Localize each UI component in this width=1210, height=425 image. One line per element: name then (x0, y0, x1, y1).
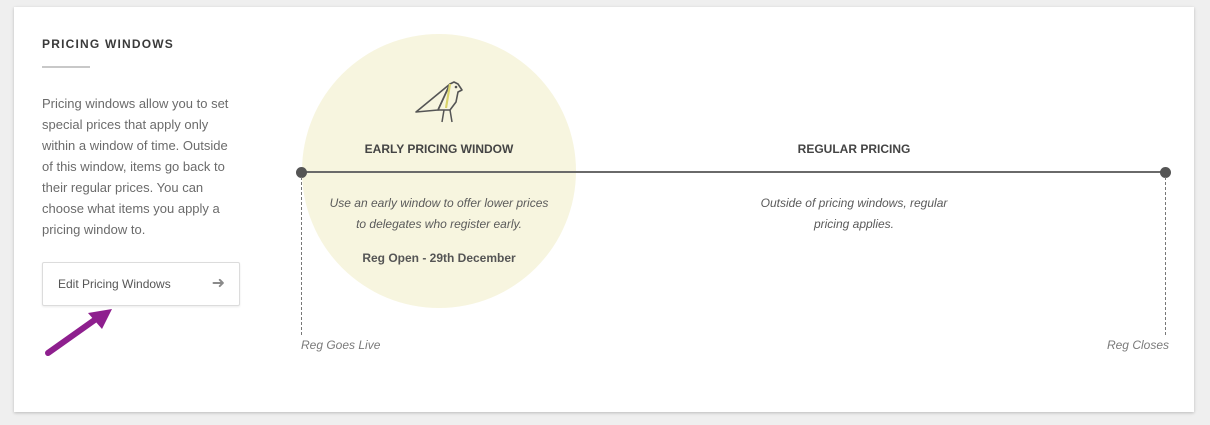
regular-pricing-title: REGULAR PRICING (797, 142, 911, 156)
arrow-right-icon: ➜ (211, 275, 225, 292)
edit-pricing-windows-label: Edit Pricing Windows (58, 277, 171, 291)
timeline-start-marker (301, 177, 302, 335)
section-title: PRICING WINDOWS (42, 37, 174, 51)
early-window-title: EARLY PRICING WINDOW (364, 142, 514, 156)
regular-pricing-description: Outside of pricing windows, regular pric… (760, 196, 948, 231)
bird-icon (415, 81, 463, 123)
reg-goes-live-label: Reg Goes Live (301, 338, 381, 352)
timeline-end-dot (1160, 167, 1171, 178)
reg-closes-label: Reg Closes (1106, 338, 1169, 352)
timeline-start-dot (296, 167, 307, 178)
early-window-description: Use an early window to offer lower price… (329, 196, 549, 231)
timeline-end-marker (1165, 177, 1166, 335)
section-description: Pricing windows allow you to set special… (42, 96, 229, 237)
edit-pricing-windows-button[interactable]: Edit Pricing Windows ➜ (42, 262, 240, 306)
timeline-line (302, 171, 1166, 173)
early-window-dates: Reg Open - 29th December (362, 251, 516, 265)
annotation-arrow-icon (45, 309, 112, 356)
pricing-windows-card: PRICING WINDOWS Pricing windows allow yo… (14, 7, 1194, 412)
title-underline (42, 66, 90, 68)
